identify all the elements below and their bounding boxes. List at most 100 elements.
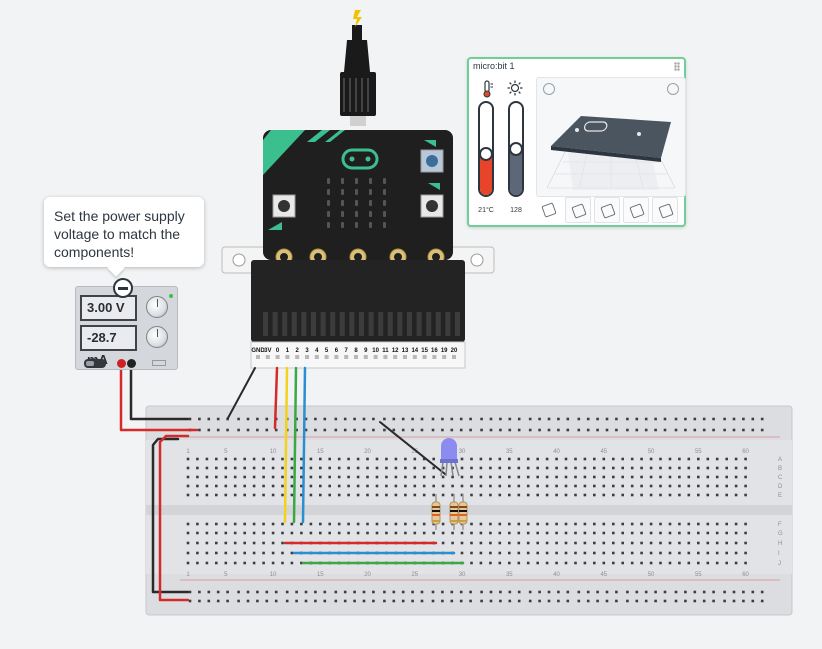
pin-label: 2 [296, 348, 300, 354]
negative-terminal[interactable] [127, 359, 136, 368]
rgb-led[interactable] [440, 438, 460, 477]
current-display: -28.7 mA [80, 325, 137, 367]
hint-text: Set the power supply voltage to match th… [54, 208, 185, 260]
row-letter: G [778, 531, 783, 537]
column-number: 20 [364, 449, 371, 455]
hint-tooltip: Set the power supply voltage to match th… [44, 197, 204, 277]
floor-grid [546, 116, 676, 190]
gesture-tilt-up[interactable] [623, 197, 649, 223]
power-supply[interactable]: 3.00 V -28.7 mA [75, 286, 178, 370]
light-slider-thumb[interactable] [509, 142, 523, 156]
wire-green-pin1 [292, 366, 298, 524]
accelerometer-3d-view[interactable] [536, 77, 686, 197]
button-ab[interactable] [420, 149, 444, 173]
wire-red-rail [158, 434, 190, 602]
light-icon [507, 80, 523, 96]
pin-label: 5 [325, 348, 329, 354]
row-letter: F [778, 522, 782, 528]
resistors[interactable] [431, 494, 468, 530]
gesture-tilt-right[interactable] [594, 197, 620, 223]
gesture-shake[interactable] [536, 197, 562, 223]
column-number: 30 [459, 449, 466, 455]
home-view-icon[interactable] [543, 83, 555, 95]
voltage-display: 3.00 V [80, 295, 137, 321]
pin-label: 3V [264, 348, 271, 354]
row-letter: B [778, 466, 782, 472]
column-number: 1 [186, 449, 190, 455]
current-knob[interactable] [146, 326, 168, 348]
row-letter: I [778, 551, 780, 557]
temperature-value: 21°C [478, 207, 494, 214]
column-number: 50 [648, 572, 655, 578]
drag-handle-icon[interactable] [674, 62, 680, 71]
row-letter: J [778, 561, 781, 567]
column-number: 5 [224, 572, 228, 578]
column-number: 55 [695, 449, 702, 455]
wires[interactable] [119, 363, 465, 602]
temperature-slider-thumb[interactable] [479, 146, 493, 161]
temperature-slider-fill [480, 153, 492, 195]
positive-terminal[interactable] [117, 359, 126, 368]
column-number: 45 [600, 572, 607, 578]
pin-label: 1 [286, 348, 290, 354]
light-value: 128 [510, 207, 522, 214]
breakout-pin-strip [263, 312, 460, 336]
wire-red-microbit-3v [273, 366, 279, 430]
voltage-knob[interactable] [146, 296, 168, 318]
pin-label: 13 [402, 348, 409, 354]
pin-label: 16 [431, 348, 438, 354]
pin-label: 0 [276, 348, 280, 354]
panel-title: micro:bit 1 [473, 61, 515, 71]
pin-label: 9 [364, 348, 368, 354]
row-letter: D [778, 484, 783, 490]
column-number: 10 [270, 572, 277, 578]
wire-black-power [129, 363, 190, 421]
wire-black-led-cathode [379, 421, 446, 475]
pin-label: 11 [382, 348, 389, 354]
row-letter: C [778, 475, 783, 481]
pin-label: 12 [392, 348, 399, 354]
usb-cable[interactable] [340, 10, 376, 126]
gesture-tilt-left[interactable] [565, 197, 591, 223]
pin-label: GND [251, 348, 265, 354]
column-number: 1 [186, 572, 190, 578]
rotate-view-icon[interactable] [667, 83, 679, 95]
wire-red-power [119, 363, 199, 432]
pin-label: 6 [335, 348, 339, 354]
column-number: 35 [506, 449, 513, 455]
column-number: 5 [224, 449, 228, 455]
column-number: 60 [742, 449, 749, 455]
pin-label: 14 [411, 348, 418, 354]
column-number: 10 [270, 449, 277, 455]
breadboard[interactable]: 1155101015152020252530303535404045455050… [145, 405, 793, 616]
wire-yellow-pin0 [283, 366, 289, 524]
microbit-simulator-panel: micro:bit 1 21°C 128 [467, 57, 686, 227]
column-number: 55 [695, 572, 702, 578]
row-letter: A [778, 457, 782, 463]
button-a[interactable] [272, 194, 296, 218]
pin-label: 19 [441, 348, 448, 354]
pin-label: 7 [345, 348, 349, 354]
minus-icon[interactable] [113, 278, 133, 298]
psu-vent [152, 360, 166, 366]
row-letter: E [778, 493, 782, 499]
column-number: 30 [459, 572, 466, 578]
microbit-3d-model[interactable] [551, 116, 671, 158]
wire-blue-pin2 [301, 366, 307, 524]
thermometer-icon [483, 80, 493, 98]
column-number: 15 [317, 449, 324, 455]
wire-black-microbit-gnd [227, 367, 256, 419]
breadboard-column-numbers: 1155101015152020252530303535404045455050… [186, 449, 749, 578]
column-number: 20 [364, 572, 371, 578]
column-number: 25 [411, 572, 418, 578]
power-switch[interactable] [84, 359, 106, 368]
gesture-tilt-down[interactable] [652, 197, 678, 223]
button-b[interactable] [420, 194, 444, 218]
column-number: 25 [411, 449, 418, 455]
pin-label: 3 [305, 348, 309, 354]
pin-label: 4 [315, 348, 319, 354]
